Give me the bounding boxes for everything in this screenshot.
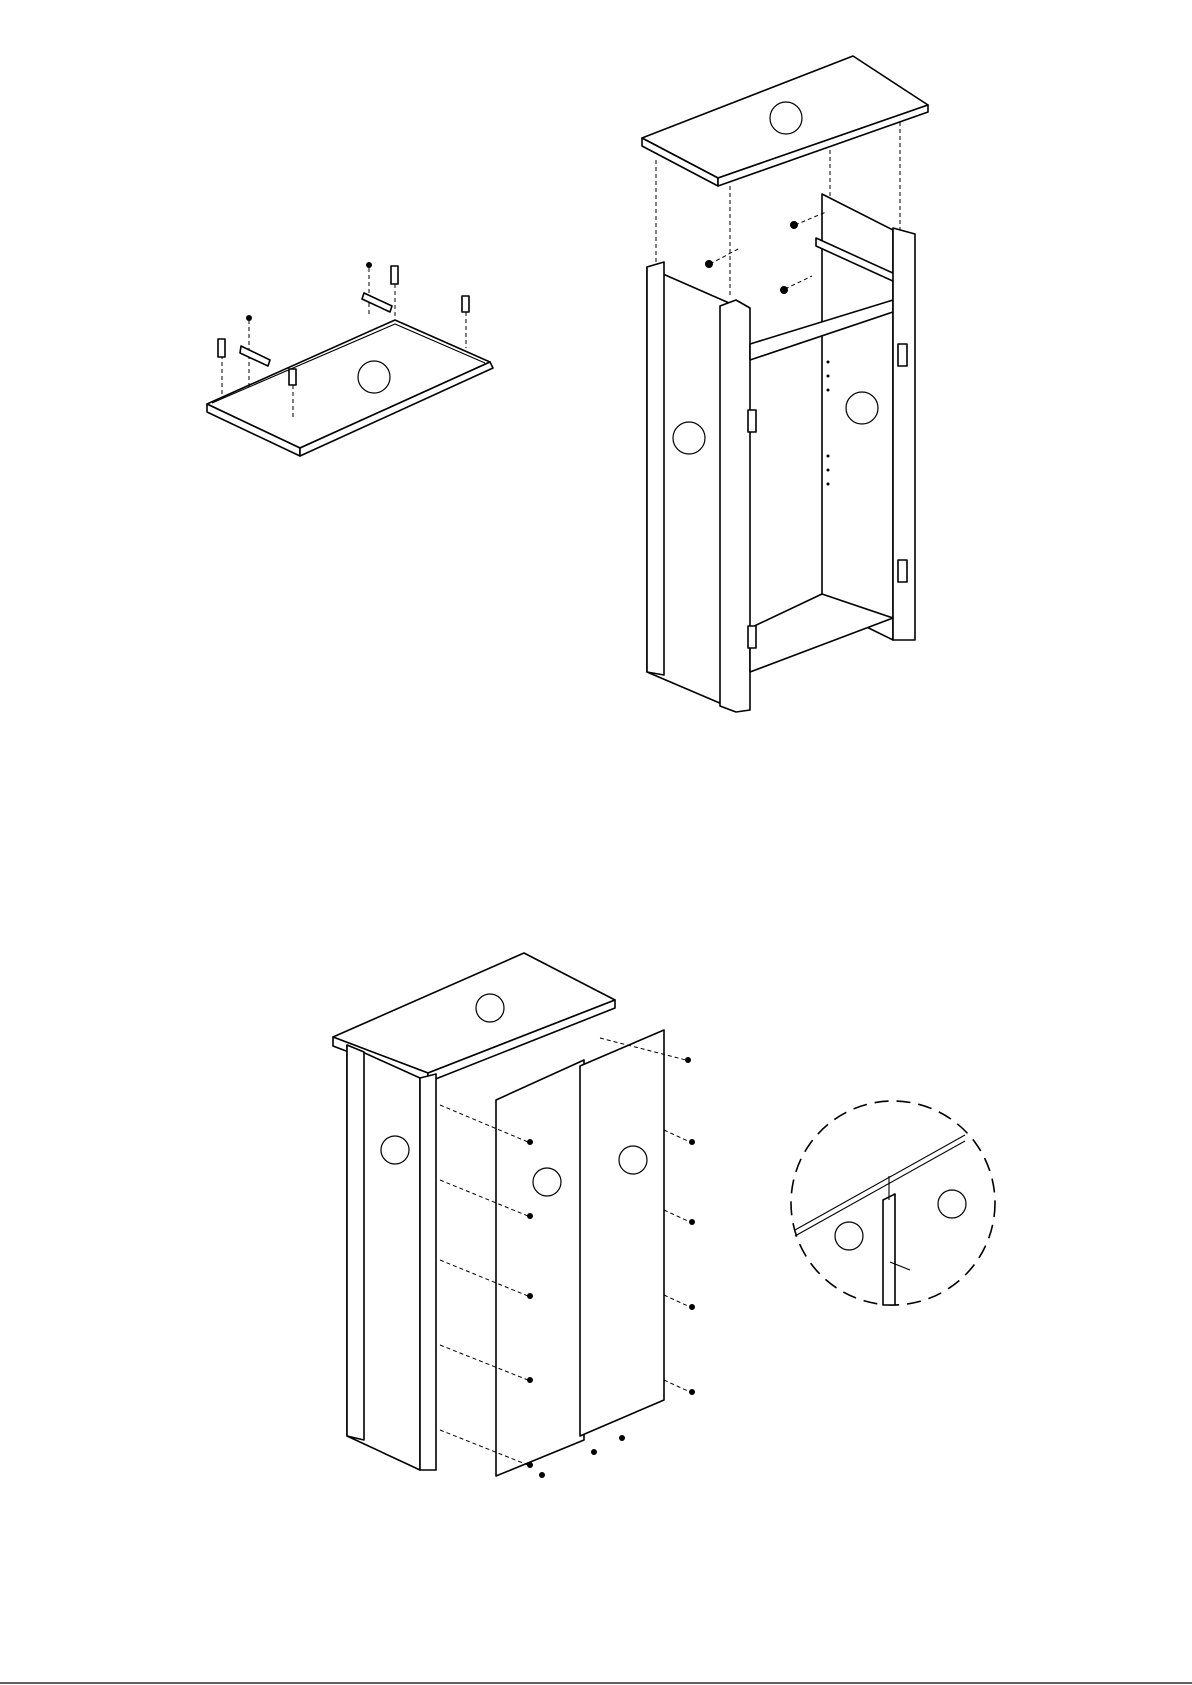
part-label-circle bbox=[358, 361, 390, 393]
screw-icon bbox=[246, 315, 252, 321]
hinge bbox=[748, 410, 756, 432]
hinge bbox=[898, 344, 907, 366]
bracket bbox=[240, 346, 270, 366]
figure-back-panel-detail bbox=[791, 1101, 995, 1305]
hinge bbox=[898, 560, 907, 582]
back-panel bbox=[580, 1030, 664, 1436]
hinge bbox=[748, 626, 756, 648]
part-label-circle bbox=[770, 102, 802, 134]
back-panel bbox=[496, 1060, 584, 1476]
screw-icon bbox=[366, 262, 372, 268]
part-label-circle bbox=[846, 392, 878, 424]
part-label-circle bbox=[835, 1222, 863, 1250]
part-label-circle bbox=[619, 1146, 647, 1174]
part-label-circle bbox=[476, 994, 504, 1022]
part-label-circle bbox=[533, 1168, 561, 1196]
figure-top-panel-fittings bbox=[207, 262, 493, 456]
figure-top-onto-carcass bbox=[642, 56, 928, 712]
bracket bbox=[362, 293, 392, 312]
part-label-circle bbox=[381, 1136, 409, 1164]
figure-back-panels bbox=[333, 953, 695, 1478]
part-label-circle bbox=[673, 422, 705, 454]
part-label-circle bbox=[938, 1190, 966, 1218]
back-panel-edge bbox=[883, 1194, 895, 1305]
